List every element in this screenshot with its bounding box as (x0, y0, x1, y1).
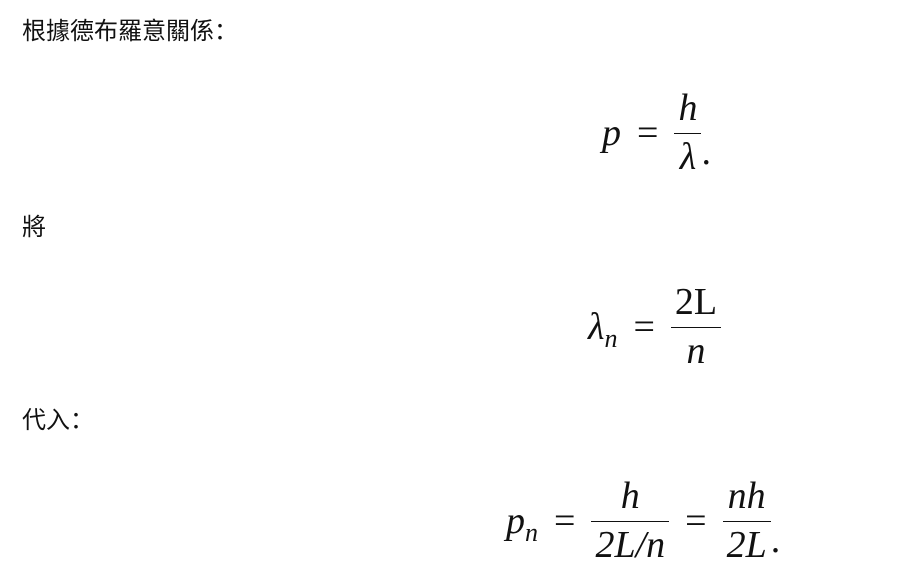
eq3-fraction-2: nh 2L (722, 475, 771, 567)
intro-text: 根據德布羅意關係： (22, 17, 238, 45)
eq3-lhs: p (506, 500, 525, 543)
eq1-numerator: h (678, 87, 698, 129)
eq2-equals: = (633, 306, 655, 349)
equation-momentum: p n = h 2L/n = nh 2L . (506, 475, 781, 567)
eq3-frac1-bar (591, 520, 670, 522)
eq3-period: . (770, 518, 781, 561)
eq1-denominator: λ (679, 135, 697, 178)
eq2-numerator: 2L (674, 281, 718, 323)
eq1-fraction-bar (674, 132, 702, 134)
eq2-fraction: 2L n (670, 281, 722, 373)
eq3-frac2-numerator: nh (727, 475, 766, 517)
eq1-lhs: p (602, 112, 621, 155)
eq3-frac1-denominator: 2L/n (595, 523, 666, 566)
eq2-fraction-bar (670, 326, 722, 328)
eq3-equals-2: = (685, 500, 707, 543)
eq3-equals-1: = (554, 500, 576, 543)
eq3-fraction-1: h 2L/n (591, 475, 670, 567)
eq2-denominator: n (686, 329, 706, 372)
eq3-frac2-bar (722, 520, 771, 522)
equation-wavelength: λ n = 2L n (588, 281, 722, 373)
substitute-text: 將 (22, 213, 46, 241)
eq2-lhs: λ (588, 306, 605, 349)
eq1-equals: = (637, 112, 659, 155)
eq3-frac1-numerator: h (620, 475, 640, 517)
eq2-lhs-subscript: n (604, 324, 618, 354)
plug-in-text: 代入： (22, 406, 94, 434)
eq3-frac2-denominator: 2L (726, 523, 767, 566)
eq1-period: . (701, 130, 711, 173)
eq1-fraction: h λ (674, 87, 702, 179)
eq3-lhs-subscript: n (525, 518, 538, 548)
equation-de-broglie: p = h λ . (602, 87, 711, 179)
